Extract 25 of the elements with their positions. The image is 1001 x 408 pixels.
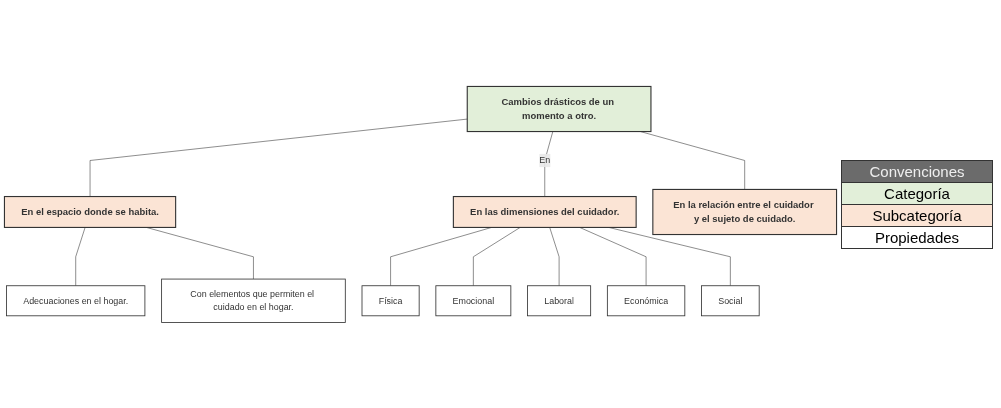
node-box: Cambios drásticos de un momento a otro. bbox=[466, 85, 652, 132]
node-box: En las dimensiones del cuidador. bbox=[452, 195, 637, 228]
connector bbox=[549, 226, 560, 286]
connector bbox=[608, 226, 731, 286]
legend-swatch: Subcategoría bbox=[842, 203, 992, 226]
connector bbox=[473, 226, 521, 286]
node-box: Con elementos que permiten el cuidado en el hogar. bbox=[161, 278, 346, 323]
connector bbox=[146, 226, 254, 279]
connector bbox=[89, 118, 468, 197]
node-box: Emocional bbox=[435, 284, 512, 316]
legend-swatch: Categoría bbox=[842, 181, 992, 204]
legend-swatch: Propiedades bbox=[842, 225, 992, 248]
connector bbox=[544, 130, 554, 197]
connector bbox=[579, 226, 647, 286]
node-box: Económica bbox=[606, 284, 686, 316]
node-box: Laboral bbox=[527, 284, 592, 316]
node-box: En el espacio donde se habita. bbox=[3, 195, 177, 228]
connector bbox=[390, 226, 492, 286]
legend-heading: Convenciones bbox=[842, 160, 992, 182]
node-box: Social bbox=[701, 284, 760, 316]
node-box: En la relación entre el cuidador y el sujeto de cuidado. bbox=[652, 188, 838, 235]
node-box: Física bbox=[361, 284, 420, 316]
connector bbox=[75, 226, 86, 286]
node-box: Adecuaciones en el hogar. bbox=[6, 284, 146, 316]
edge-label: En bbox=[539, 155, 551, 165]
